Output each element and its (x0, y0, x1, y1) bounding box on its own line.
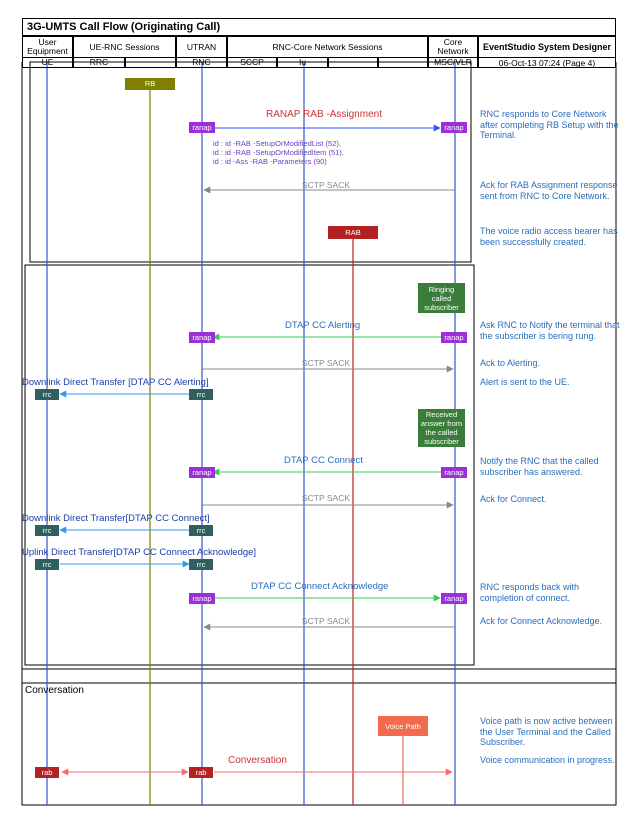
msg-dtap-connect: DTAP CC Connect (284, 455, 363, 466)
ringing-box: Ringing called subscriber (418, 283, 465, 313)
note-notify-answered: Notify the RNC that the called subscribe… (480, 456, 599, 477)
group-box-rab (29, 61, 472, 263)
rrc-tag-rnc-2: rrc (189, 525, 213, 536)
msg-conversation: Conversation (228, 755, 287, 766)
entity-rnc: RNC (176, 57, 227, 68)
rab-param-1: id : id -RAB -SetupOrModifiedList (52), (213, 139, 341, 148)
msg-sctp-sack-3: SCTP SACK (302, 493, 351, 503)
rb-tag: RB (125, 78, 175, 90)
diagram-title: 3G-UMTS Call Flow (Originating Call) (22, 18, 616, 36)
msg-sctp-sack-2: SCTP SACK (302, 358, 351, 368)
entity-blank-2 (328, 57, 378, 68)
note-ack-connect-ack: Ack for Connect Acknowledge. (480, 616, 603, 626)
note-alert-ue: Alert is sent to the UE. (480, 377, 570, 387)
header-group-rnc-core: RNC-Core Network Sessions (227, 36, 428, 58)
rrc-tag-rnc-3: rrc (189, 559, 213, 570)
entity-rrc: RRC (73, 57, 125, 68)
note-ask-rnc-notify: Ask RNC to Notify the terminal that the … (480, 320, 620, 341)
note-voice-bearer: The voice radio access bearer has been s… (480, 226, 618, 247)
received-answer-box: Received answer from the called subscrib… (418, 409, 465, 447)
rrc-tag-ue-3: rrc (35, 559, 59, 570)
msg-rab-assignment: RANAP RAB -Assignment (266, 109, 382, 120)
header-group-ue-rnc: UE-RNC Sessions (73, 36, 176, 58)
ranap-tag-rnc-2: ranap (189, 332, 215, 343)
ranap-tag-msc-3: ranap (441, 467, 467, 478)
note-rnc-completion: RNC responds back with completion of con… (480, 582, 580, 603)
note-ack-alerting: Ack to Alerting. (480, 358, 541, 368)
rab-param-2: id : id -RAB -SetupOrModifiedItem (51), (213, 148, 344, 157)
ranap-tag-rnc-4: ranap (189, 593, 215, 604)
header-group-core-network: Core Network (428, 36, 478, 58)
rrc-tag-ue-1: rrc (35, 389, 59, 400)
msg-sctp-sack-4: SCTP SACK (302, 616, 351, 626)
voice-path-box: Voice Path (378, 716, 428, 736)
note-ack-connect: Ack for Connect. (480, 494, 547, 504)
entity-msc-vlr: MSC/VLR (428, 57, 478, 68)
msg-sctp-sack-1: SCTP SACK (302, 180, 351, 190)
rrc-tag-ue-2: rrc (35, 525, 59, 536)
msg-dtap-alerting: DTAP CC Alerting (285, 320, 361, 331)
note-voice-active: Voice path is now active between the Use… (480, 716, 613, 747)
group-box-dtap (24, 264, 475, 666)
header-group-utran: UTRAN (176, 36, 227, 58)
note-rnc-responds: RNC responds to Core Network after compl… (480, 109, 619, 140)
msg-uplink-connect-ack: Uplink Direct Transfer[DTAP CC Connect A… (22, 547, 257, 558)
header-group-user-equipment: User Equipment (22, 36, 73, 58)
ranap-tag-rnc-1: ranap (189, 122, 215, 133)
msg-downlink-alerting: Downlink Direct Transfer [DTAP CC Alerti… (22, 377, 209, 388)
entity-iu: Iu (277, 57, 328, 68)
entity-sccp: SCCP (227, 57, 277, 68)
conversation-section-label: Conversation (25, 685, 84, 696)
entity-blank-1 (125, 57, 176, 68)
rab-tag-rnc: rab (189, 767, 213, 778)
ranap-tag-msc-4: ranap (441, 593, 467, 604)
page-date: 06-Oct-13 07:24 (Page 4) (478, 57, 616, 68)
ranap-tag-rnc-3: ranap (189, 467, 215, 478)
rab-tag-big: RAB (328, 226, 378, 239)
entity-blank-3 (378, 57, 428, 68)
note-ack-rab: Ack for RAB Assignment response sent fro… (480, 180, 618, 201)
msg-dtap-connect-ack: DTAP CC Connect Acknowledge (251, 581, 389, 592)
rrc-tag-rnc-1: rrc (189, 389, 213, 400)
rab-param-3: id : id -Ass -RAB -Parameters (90) (213, 157, 327, 166)
msg-downlink-connect: Downlink Direct Transfer[DTAP CC Connect… (22, 513, 210, 524)
rab-tag-ue: rab (35, 767, 59, 778)
ranap-tag-msc-1: ranap (441, 122, 467, 133)
group-box-conversation (21, 682, 617, 806)
note-voice-progress: Voice communication in progress. (480, 755, 615, 765)
entity-ue: UE (22, 57, 73, 68)
ranap-tag-msc-2: ranap (441, 332, 467, 343)
brand-label: EventStudio System Designer (478, 36, 616, 58)
